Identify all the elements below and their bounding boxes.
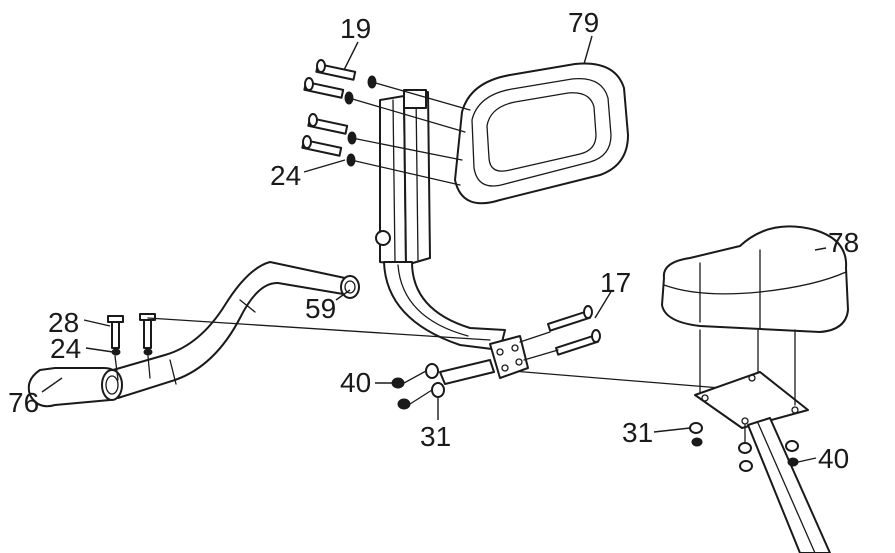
foam-grip — [27, 367, 123, 408]
backrest-pad — [454, 62, 629, 205]
bolt-28-set — [107, 313, 156, 381]
bolts-19 — [303, 59, 377, 105]
alignment-line-frame — [499, 369, 746, 391]
bolts-17 — [519, 305, 601, 361]
callout-59: 59 — [305, 293, 336, 324]
callout-31-seat: 31 — [622, 417, 653, 448]
handlebar — [105, 261, 360, 399]
callout-31-mid: 31 — [420, 421, 451, 452]
callout-78: 78 — [828, 227, 859, 258]
callout-28: 28 — [48, 307, 79, 338]
callout-40-mid: 40 — [340, 367, 371, 398]
backrest-upright — [375, 89, 506, 351]
callout-76: 76 — [8, 387, 39, 418]
mounting-bracket — [439, 335, 529, 385]
leader-lines — [41, 35, 827, 463]
callout-19: 19 — [340, 13, 371, 44]
nuts-washers-mid — [391, 363, 445, 410]
callout-79: 79 — [568, 7, 599, 38]
bolts-24-backrest — [301, 113, 357, 167]
callout-17: 17 — [600, 267, 631, 298]
callout-24-handlebar: 24 — [50, 333, 81, 364]
callout-24-backrest: 24 — [270, 160, 301, 191]
callout-40-seat: 40 — [818, 443, 849, 474]
seat-post — [694, 329, 831, 553]
alignment-line-handlebar — [147, 317, 491, 341]
seat — [661, 225, 849, 333]
alignment-lines-backrest — [348, 81, 471, 186]
